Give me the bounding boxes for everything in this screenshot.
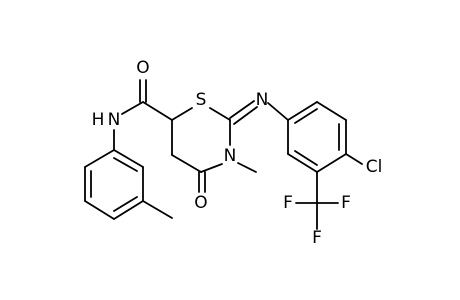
bond-tolyl-3-inner [113,196,138,212]
bond-layer [84,79,363,230]
atom-label-fluorine-3: F [312,228,322,248]
bond-s-c2 [209,107,231,121]
bond-aryl-5-inner [294,150,318,166]
bond-tolyl-1 [113,149,144,168]
atom-label-layer: O N H S N N O Cl F F F [92,58,383,248]
atom-label-fluorine-2: F [341,193,351,213]
bond-aryl-2 [316,101,347,121]
bond-c-cl [345,153,363,165]
atom-label-amide-nitrogen: N [108,110,121,130]
atom-label-ring-oxygen: O [194,193,207,213]
bond-c4-c5 [171,154,202,173]
bond-aryl-5 [287,153,318,173]
atom-label-amide-oxygen: O [136,58,149,78]
atom-label-ring-sulfur: S [196,90,207,110]
bond-carbonyl-nh [121,101,144,115]
atom-label-ring-nitrogen: N [224,146,237,166]
bond-aryl-1-inner [294,108,318,124]
bond-tolyl-methyl [142,200,173,219]
atom-label-chlorine: Cl [366,157,383,177]
bond-tolyl-3 [113,200,144,220]
atom-label-imine-nitrogen: N [256,90,269,110]
bond-imine-2 [233,106,258,125]
bond-carbonyl-c6 [142,101,173,121]
bond-tolyl-6 [84,149,115,168]
bond-aryl-1 [287,101,318,121]
bond-imine-1 [229,100,255,119]
atom-label-amide-hydrogen: H [92,110,105,130]
bond-tolyl-4 [84,200,115,220]
bond-n3-methyl [237,162,257,173]
atom-label-fluorine-1: F [283,193,293,213]
bond-c6-s [171,107,193,121]
bond-tolyl-1-inner [113,157,138,172]
bond-aryl-4 [316,153,347,173]
bond-n3-c4 [200,163,223,173]
bond-imine-aryl [267,102,289,121]
